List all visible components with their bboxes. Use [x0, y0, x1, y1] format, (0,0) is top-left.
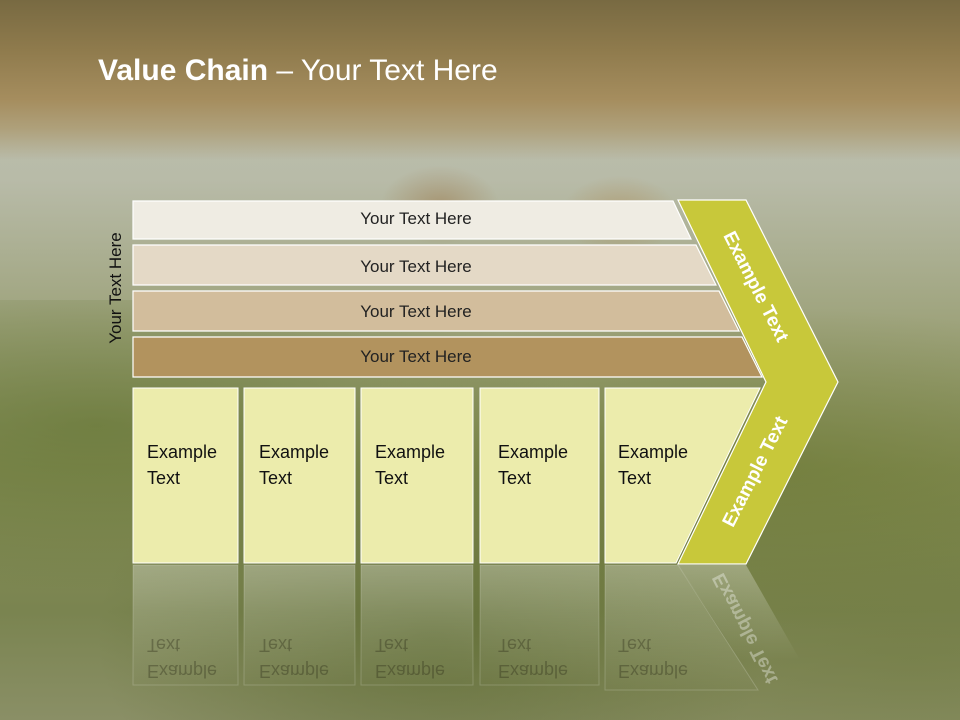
support-band-label: Your Text Here [360, 209, 472, 228]
activity-text-reflection: Example Text [498, 632, 568, 684]
reflection-line: Example [618, 661, 689, 681]
reflection-line: Text [375, 635, 409, 655]
reflection-line: Example [259, 661, 330, 681]
activity-text-reflection: Example Text [375, 632, 445, 684]
activity-text-line: Text [375, 468, 409, 488]
activity-text-line: Example [375, 442, 446, 462]
title-band [0, 0, 960, 160]
activity-box-reflection [243, 564, 356, 686]
activity-text-line: Text [259, 468, 293, 488]
reflection-line: Text [147, 635, 181, 655]
title-rest: – Your Text Here [268, 54, 498, 87]
activity-text-line: Example [618, 442, 689, 462]
activity-box-4 [479, 387, 600, 564]
title-bold: Value Chain [98, 54, 269, 87]
support-band-4 [132, 336, 763, 378]
support-band-label: Your Text Here [360, 347, 472, 366]
margin-chevron [677, 199, 839, 565]
activity-box-reflection [479, 564, 600, 686]
activity-box-reflection [604, 564, 759, 691]
activity-text-line: Text [498, 468, 532, 488]
reflection-line: Text [259, 635, 293, 655]
activity-text-reflection: Example Text [259, 632, 329, 684]
reflection-line: Text [498, 635, 532, 655]
activity-box-3 [360, 387, 474, 564]
reflection-group [132, 564, 800, 691]
activity-box-1 [132, 387, 239, 564]
activity-text-line: Text [618, 468, 652, 488]
reflection-line: Text [618, 635, 652, 655]
support-band-3 [132, 290, 740, 332]
slide-title: Value Chain – Your Text Here [98, 54, 498, 88]
activity-text-reflection: Example Text [147, 632, 217, 684]
activity-box-5 [604, 387, 761, 564]
activity-text-line: Text [147, 468, 181, 488]
support-band-label: Your Text Here [360, 257, 472, 276]
chevron-reflection [678, 565, 800, 660]
activity-text-line: Example [147, 442, 218, 462]
activity-text-line: Example [259, 442, 330, 462]
activity-box-reflection [132, 564, 239, 686]
reflection-line: Example [147, 661, 218, 681]
activity-box-reflection [360, 564, 474, 686]
activity-text-line: Example [498, 442, 569, 462]
support-band-label: Your Text Here [360, 302, 472, 321]
support-band-2 [132, 244, 717, 286]
activity-box-2 [243, 387, 356, 564]
activity-text-reflection: Example Text [618, 632, 688, 684]
reflection-line: Example [498, 661, 569, 681]
reflection-line: Example [375, 661, 446, 681]
support-band-1 [132, 200, 692, 240]
